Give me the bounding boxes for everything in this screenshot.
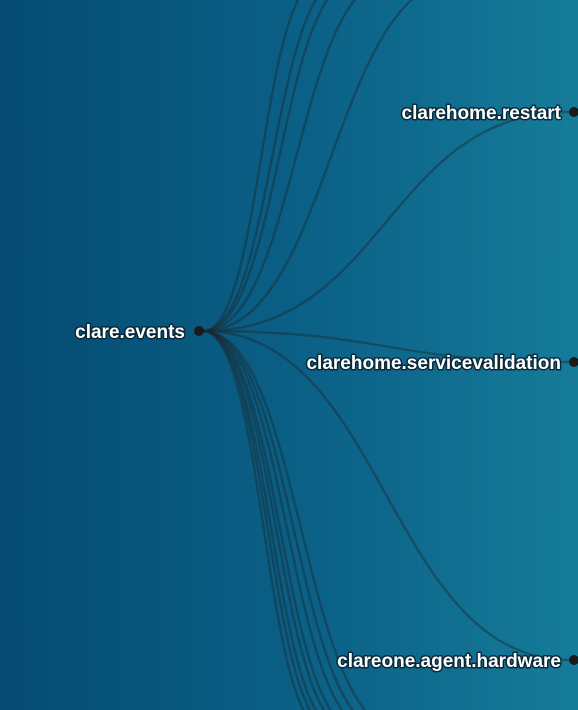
child-node-restart[interactable]: clarehome.restart (400, 102, 578, 126)
edge-13 (202, 329, 344, 710)
child-node-agent-hardware[interactable]: clareone.agent.hardware (336, 650, 578, 674)
edge-15 (202, 329, 367, 710)
edge-5 (202, 110, 571, 333)
child-node-restart-dot[interactable] (569, 107, 578, 117)
edge-6 (202, 329, 571, 364)
edge-9 (202, 329, 312, 710)
child-node-restart-label: clarehome.restart (402, 103, 562, 124)
child-node-servicevalidation-dot[interactable] (569, 357, 578, 367)
root-node[interactable]: clare.events (74, 321, 204, 345)
edge-3 (202, 0, 357, 333)
child-node-servicevalidation-label: clarehome.servicevalidation (306, 353, 561, 374)
edge-group (202, 0, 571, 710)
edge-8 (202, 329, 305, 710)
child-node-servicevalidation[interactable]: clarehome.servicevalidation (305, 352, 578, 376)
edge-11 (202, 329, 326, 710)
edge-14 (202, 329, 355, 710)
root-node-label: clare.events (75, 322, 185, 343)
edge-4 (202, 0, 414, 333)
child-node-agent-hardware-label: clareone.agent.hardware (337, 651, 561, 672)
edge-2 (202, 0, 329, 333)
root-node-dot[interactable] (194, 326, 204, 336)
edge-10 (202, 329, 318, 710)
edge-12 (202, 329, 332, 710)
edge-0 (202, 0, 300, 333)
child-node-agent-hardware-dot[interactable] (569, 655, 578, 665)
edge-1 (202, 0, 318, 333)
edge-7 (202, 329, 571, 662)
